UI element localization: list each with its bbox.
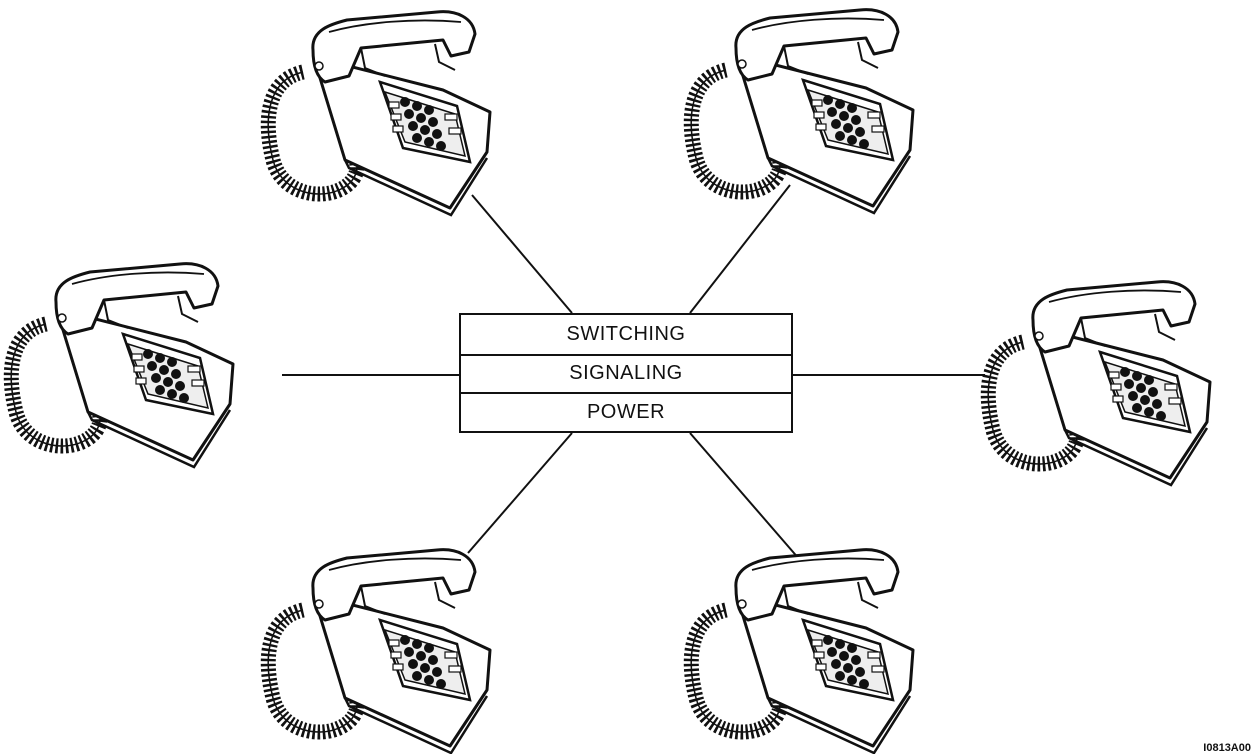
- telephone-right-icon: [988, 282, 1210, 485]
- link-line-bottom-left: [468, 433, 572, 553]
- central-office-box: SWITCHING SIGNALING POWER: [459, 313, 793, 433]
- telephone-top-right-icon: [691, 10, 913, 213]
- hub-layer-power: POWER: [461, 392, 791, 431]
- link-line-top-right: [690, 185, 790, 313]
- telephone-left-icon: [11, 264, 233, 467]
- telephone-top-left-icon: [268, 12, 490, 215]
- telephone-bottom-right-icon: [691, 550, 913, 753]
- link-line-bottom-right: [690, 433, 800, 560]
- hub-layer-signaling: SIGNALING: [461, 354, 791, 393]
- figure-code: I0813A00: [1203, 742, 1251, 754]
- link-line-top-left: [472, 195, 572, 313]
- hub-layer-switching: SWITCHING: [461, 315, 791, 354]
- telephone-bottom-left-icon: [268, 550, 490, 753]
